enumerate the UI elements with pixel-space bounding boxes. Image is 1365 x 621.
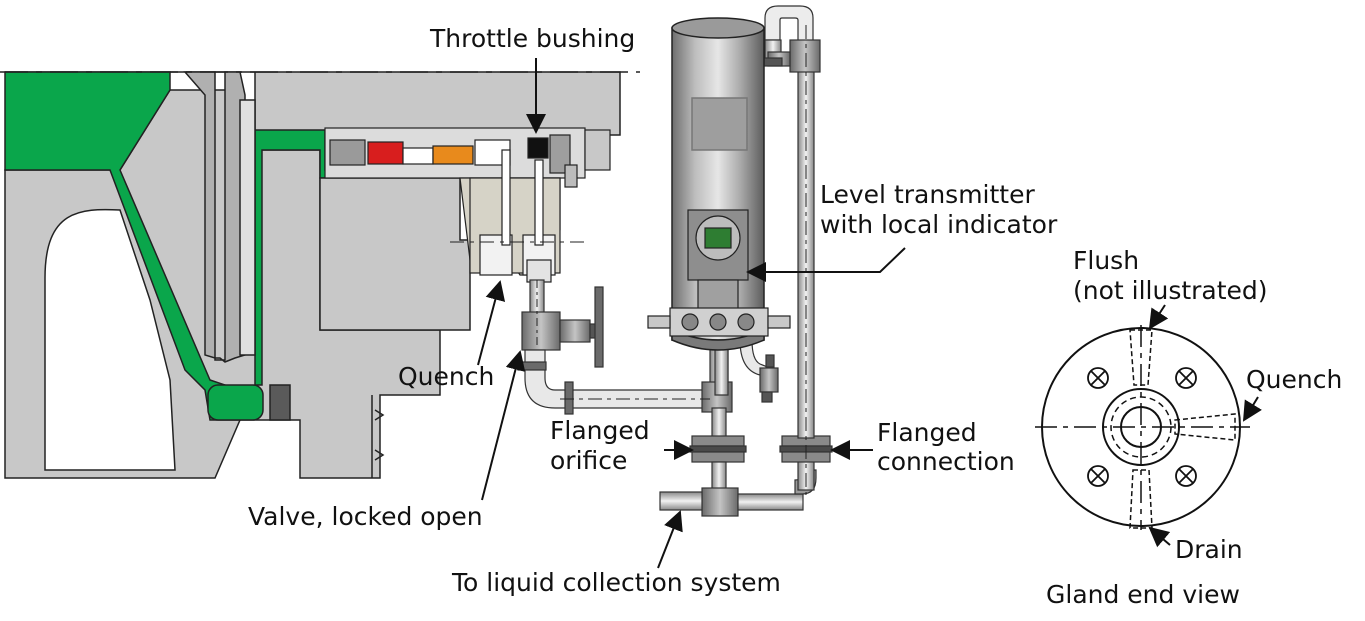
label-quench: Quench (398, 362, 495, 391)
label-gland-end-view: Gland end view (1046, 580, 1240, 609)
label-flanged-orifice-line1: Flanged (550, 416, 650, 445)
level-transmitter (647, 209, 791, 337)
label-quench-end-view: Quench (1246, 365, 1343, 394)
label-level-transmitter-line2: with local indicator (820, 210, 1058, 239)
pump-housing (4, 71, 621, 479)
label-to-liquid-collection: To liquid collection system (452, 568, 781, 597)
label-flanged-orifice-line2: orifice (550, 446, 628, 475)
label-flanged-connection-line2: connection (877, 447, 1015, 476)
label-drain: Drain (1175, 535, 1243, 564)
gland-end-view (1035, 325, 1250, 530)
seal-gland-assembly (324, 127, 611, 283)
label-throttle-bushing: Throttle bushing (430, 24, 636, 53)
label-flush-line1: Flush (1073, 246, 1140, 275)
label-flanged-connection-line1: Flanged (877, 418, 977, 447)
label-level-transmitter-line1: Level transmitter (820, 180, 1035, 209)
label-valve-locked-open: Valve, locked open (248, 502, 483, 531)
label-flush-line2: (not illustrated) (1073, 276, 1268, 305)
leader-lines (477, 58, 1262, 569)
